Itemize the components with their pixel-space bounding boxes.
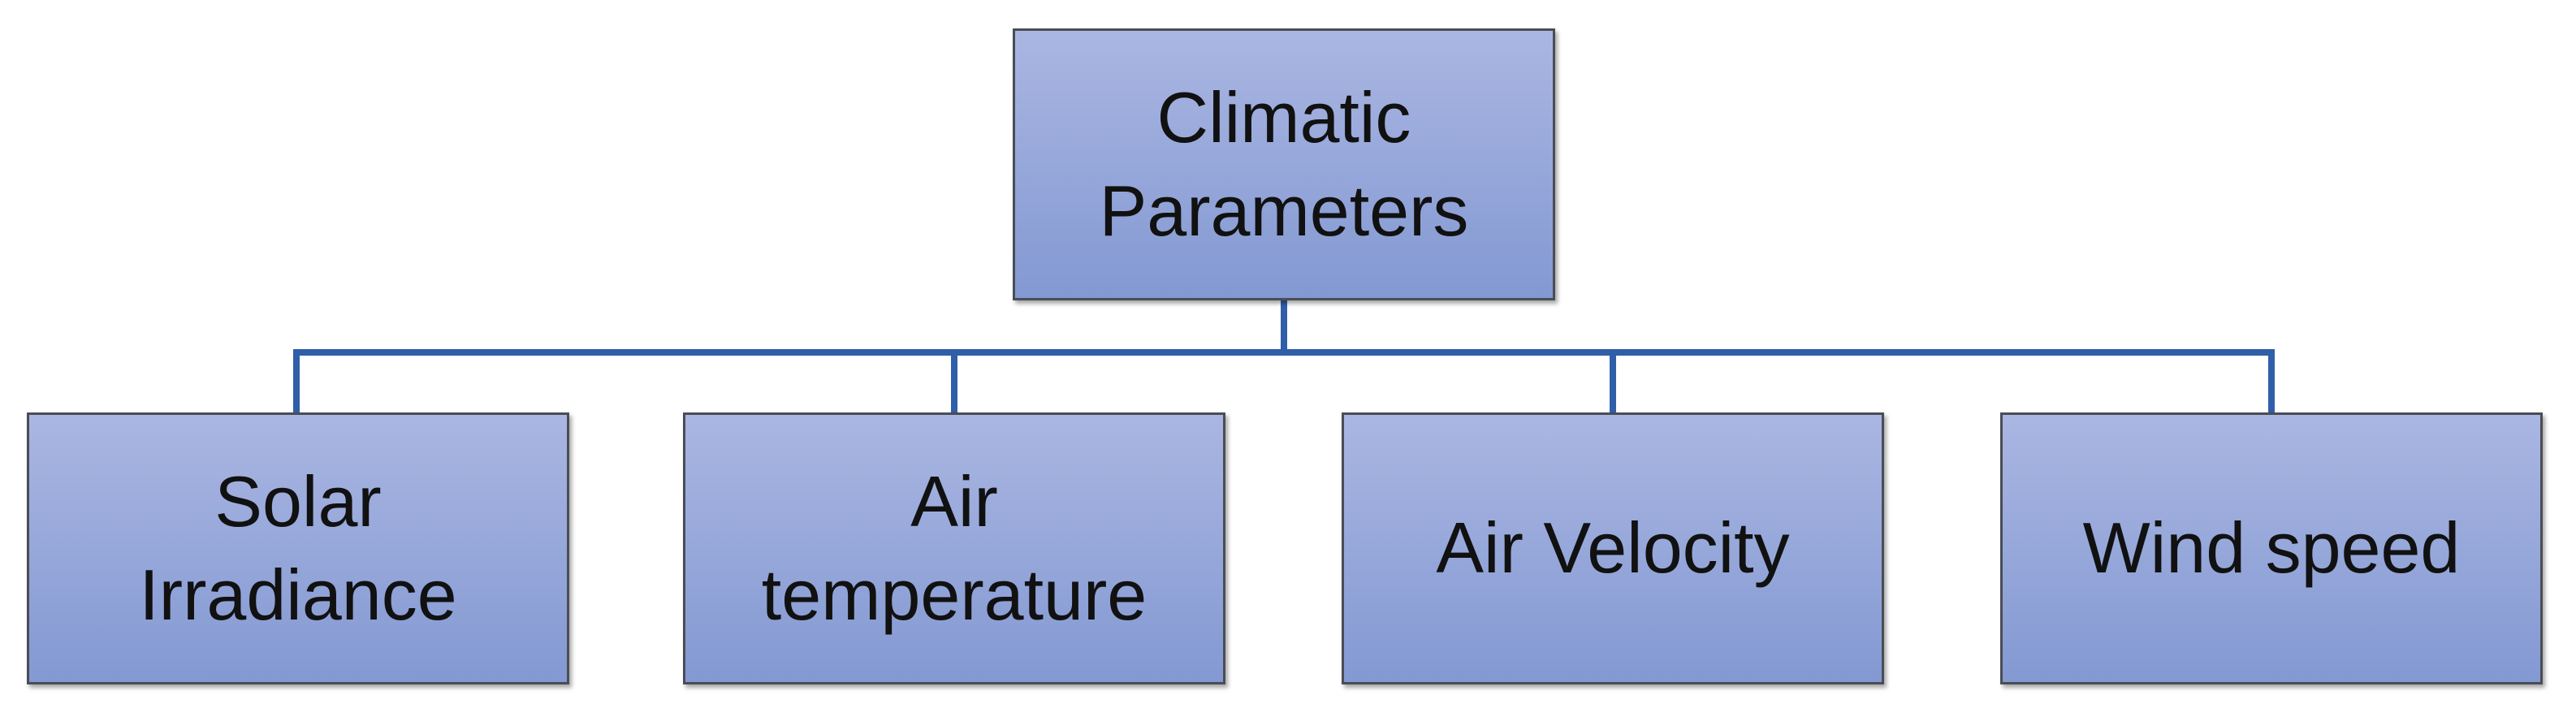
child-node-air-velocity: Air Velocity xyxy=(1342,412,1884,684)
root-node-label: Climatic Parameters xyxy=(1099,77,1469,251)
child-node-label: Wind speed xyxy=(2082,507,2461,589)
child-node-label: Air temperature xyxy=(761,461,1148,635)
child-node-air-temperature: Air temperature xyxy=(683,412,1225,684)
child-node-solar-irradiance: Solar Irradiance xyxy=(27,412,569,684)
child-node-wind-speed: Wind speed xyxy=(2000,412,2543,684)
child-node-label: Solar Irradiance xyxy=(139,461,457,635)
root-node: Climatic Parameters xyxy=(1013,28,1555,300)
child-node-label: Air Velocity xyxy=(1436,507,1790,589)
